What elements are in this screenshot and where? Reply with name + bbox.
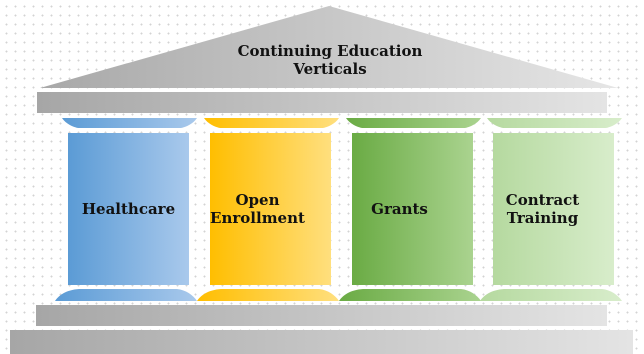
pillar-capital <box>346 118 481 128</box>
temple-title-line1: Continuing Education <box>237 42 423 60</box>
pillar-label-line1: Open <box>235 191 280 209</box>
pillar-label-healthcare: Healthcare <box>68 133 189 285</box>
pillar-contract-training <box>480 118 622 301</box>
temple-title-line2: Verticals <box>293 60 367 78</box>
pillar-label-line2: Training <box>506 209 579 227</box>
pillar-label-contract-training: Contract Training <box>482 133 603 285</box>
pillar-shaft <box>493 133 614 285</box>
pillar-capital <box>62 118 197 128</box>
pillar-shaft <box>68 133 189 285</box>
temple-step-lower <box>10 330 633 354</box>
pillar-open-enrollment <box>197 118 339 301</box>
pillar-label-line1: Contract <box>505 191 580 209</box>
pillar-grants <box>339 118 481 301</box>
pillar-base <box>339 289 481 301</box>
pillar-label-open-enrollment: Open Enrollment <box>197 133 318 285</box>
pillar-base <box>480 289 622 301</box>
pillar-label-grants: Grants <box>339 133 460 285</box>
temple-entablature <box>37 92 607 113</box>
pillar-label-line1: Grants <box>371 200 428 218</box>
temple-title: Continuing Education Verticals <box>200 42 460 78</box>
pillar-base <box>55 289 197 301</box>
pillar-shaft <box>352 133 473 285</box>
pillar-capital <box>487 118 622 128</box>
temple-roof <box>40 6 618 88</box>
temple-step-upper <box>36 305 607 326</box>
pillar-capital <box>204 118 339 128</box>
pillar-label-line2: Enrollment <box>210 209 305 227</box>
pillar-shaft <box>210 133 331 285</box>
pillar-healthcare <box>55 118 197 301</box>
pillar-base <box>197 289 339 301</box>
pillar-label-line1: Healthcare <box>81 200 176 218</box>
